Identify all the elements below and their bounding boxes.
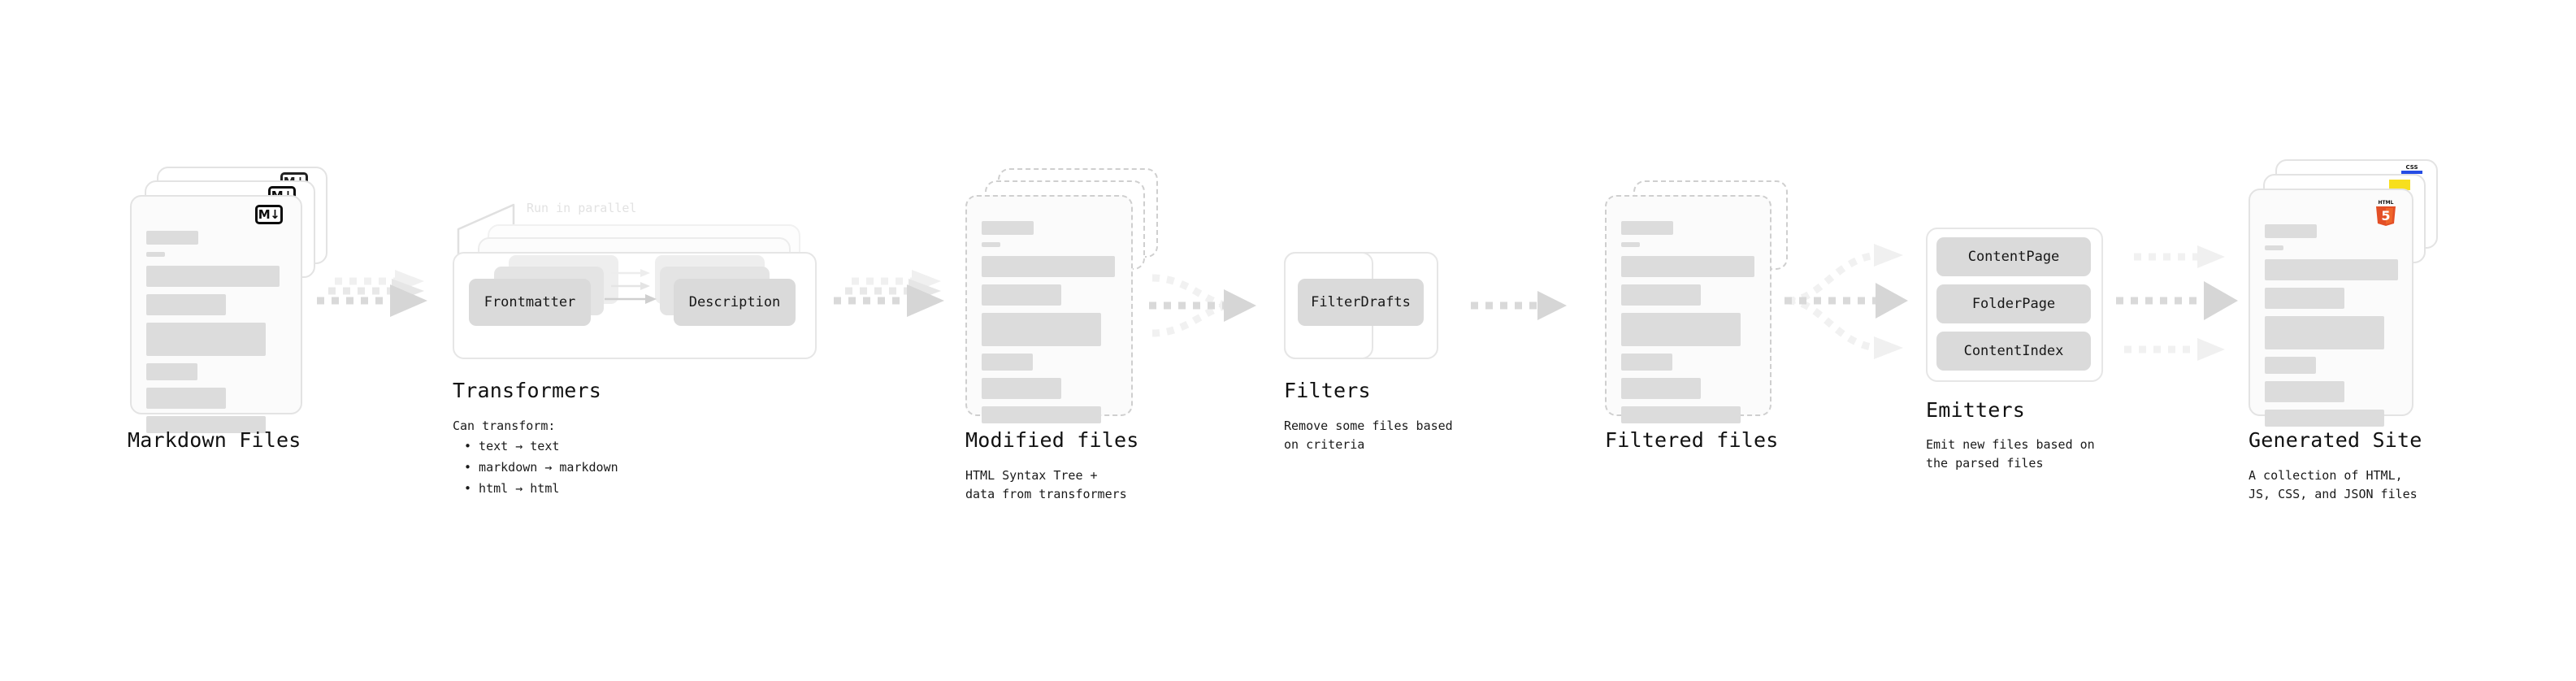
skeleton-bar [982,284,1061,306]
run-in-parallel-label: Run in parallel [527,201,637,215]
generated-site-caption-line1: A collection of HTML, [2249,468,2403,483]
transformer-inner-arrows [605,269,657,304]
run-in-parallel-bracket [457,203,515,255]
generated-site-title: Generated Site [2249,428,2422,452]
skeleton-lines [2265,224,2398,434]
skeleton-lines [1621,221,1755,431]
skeleton-bar [2265,357,2316,374]
emitters-caption-line2: the parsed files [1926,456,2044,471]
filtered-file-card-front [1605,195,1772,423]
skeleton-lines [982,221,1117,431]
filters-group-box-outline [1284,252,1438,359]
site-file-card-front: HTML 5 [2249,189,2413,427]
skeleton-bar [1621,221,1673,235]
skeleton-bar [1621,242,1640,247]
markdown-file-card-front: M↓ [130,195,302,433]
skeleton-bar [2265,259,2398,280]
skeleton-bar [982,242,1000,247]
emitters-caption-line1: Emit new files based on [1926,437,2095,452]
transformers-title: Transformers [453,379,602,402]
markdown-files-title: Markdown Files [128,428,301,452]
skeleton-bar [1621,406,1741,423]
html5-icon: HTML 5 [2376,200,2396,226]
skeleton-lines [146,231,286,440]
filtered-files-title: Filtered files [1605,428,1779,452]
transformers-bullet-2: • html → html [464,481,560,496]
skeleton-bar [2265,224,2317,238]
transformers-bullet-0: • text → text [464,439,560,453]
filters-caption-line1: Remove some files based [1284,419,1453,433]
transformer-pill-frontmatter[interactable]: Frontmatter [469,279,591,326]
generated-site-caption-line2: JS, CSS, and JSON files [2249,487,2418,501]
modified-file-card-front [965,195,1133,423]
arrow-filtered-to-emitters [1785,244,1908,359]
modified-files-title: Modified files [965,428,1139,452]
skeleton-bar [1621,354,1672,371]
skeleton-bar [2265,316,2384,349]
arrow-emitters-to-site [2116,245,2238,361]
skeleton-bar [982,221,1034,235]
skeleton-bar [1621,378,1701,399]
skeleton-bar [982,313,1101,346]
skeleton-bar [146,388,226,409]
transformers-bullet-1: • markdown → markdown [464,460,618,475]
arrow-transformers-to-modified [834,270,944,317]
transformers-caption-heading: Can transform: [453,419,556,433]
skeleton-bar [982,406,1101,423]
skeleton-bar [146,294,226,315]
skeleton-bar [1621,313,1741,346]
skeleton-bar [2265,245,2283,250]
skeleton-bar [146,231,198,245]
skeleton-bar [982,256,1115,277]
skeleton-bar [982,378,1061,399]
arrow-markdown-to-transformers [317,270,427,317]
filters-title: Filters [1284,379,1371,402]
skeleton-bar [2265,381,2344,402]
svg-text:HTML: HTML [2379,200,2394,206]
skeleton-bar [2265,410,2384,427]
emitters-pill-folderpage[interactable]: FolderPage [1936,284,2091,323]
emitters-pill-contentpage[interactable]: ContentPage [1936,237,2091,276]
transformer-pill-description[interactable]: Description [674,279,796,326]
skeleton-bar [1621,284,1701,306]
markdown-icon: M↓ [255,205,283,224]
modified-files-caption-line2: data from transformers [965,487,1127,501]
arrow-modified-to-filters [1149,274,1256,337]
svg-text:5: 5 [2381,208,2390,223]
skeleton-bar [2265,288,2344,309]
js-badge [2389,180,2410,190]
skeleton-bar [146,363,197,380]
skeleton-bar [1621,256,1754,277]
modified-files-caption-line1: HTML Syntax Tree + [965,468,1098,483]
skeleton-bar [146,323,266,356]
skeleton-bar [146,266,280,287]
skeleton-bar [982,354,1033,371]
skeleton-bar [146,252,165,257]
emitters-title: Emitters [1926,398,2026,422]
emitters-pill-contentindex[interactable]: ContentIndex [1936,332,2091,371]
filters-caption-line2: on criteria [1284,437,1365,452]
skeleton-bar [146,416,266,433]
css-badge: CSS [2401,164,2422,174]
filters-pill-filterdrafts[interactable]: FilterDrafts [1298,279,1424,326]
arrow-filters-to-filtered [1471,291,1567,320]
